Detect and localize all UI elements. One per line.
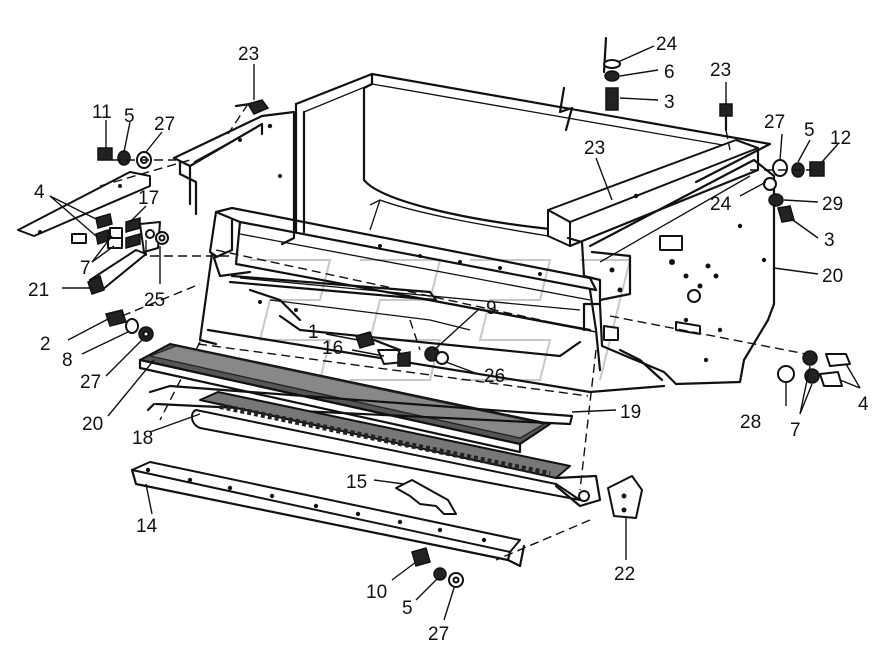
callout-17: 19 — [620, 402, 641, 423]
bolt-23-right — [719, 103, 733, 151]
callout-7-right: 7 — [790, 420, 801, 441]
callout-23-left: 23 — [238, 44, 259, 65]
callout-27-midleft: 27 — [80, 372, 101, 393]
callout-20: 20 — [822, 266, 843, 287]
callout-1: 1 — [308, 322, 319, 343]
callout-12: 14 — [136, 516, 158, 537]
callout-21: 23 — [584, 138, 605, 159]
callout-27-topleft: 27 — [154, 114, 175, 135]
leader-lines — [49, 45, 861, 621]
callout-27-bottom: 27 — [428, 624, 449, 645]
strip-plate — [146, 384, 574, 426]
fastener-group-bottom — [411, 547, 464, 588]
callout-labels: 23 11 5 27 4 17 7 21 25 2 8 27 20 18 1 1… — [28, 34, 869, 645]
blade — [395, 479, 457, 515]
callout-22: 22 — [614, 564, 635, 585]
callout-8: 8 — [62, 350, 73, 371]
callout-19: 21 — [28, 280, 49, 301]
fastener-group-right — [750, 159, 825, 223]
hopper-box — [294, 36, 772, 248]
lower-rail — [130, 461, 526, 568]
right-side-panel — [588, 158, 776, 386]
fastener-stack-top — [603, 59, 621, 111]
callout-6: 6 — [664, 62, 675, 83]
callout-24-right: 24 — [710, 194, 732, 215]
callout-29: 29 — [822, 194, 843, 215]
handle-assembly — [87, 221, 169, 295]
fastener-group-center — [355, 319, 449, 367]
callout-24-top: 24 — [656, 34, 678, 55]
callout-3-right: 3 — [824, 230, 835, 251]
callout-4-right: 4 — [858, 394, 869, 415]
bracket-plate — [607, 475, 643, 519]
callout-11-left: 11 — [92, 102, 112, 123]
callout-15: 17 — [138, 188, 159, 209]
chain-conveyor — [190, 391, 602, 508]
callout-28: 28 — [740, 412, 761, 433]
callout-26: 26 — [484, 366, 505, 387]
callout-5-right: 5 — [804, 120, 815, 141]
callout-23-right: 23 — [710, 60, 731, 81]
fastener-group-left-mid — [105, 283, 201, 342]
callout-5-left: 5 — [124, 106, 135, 127]
callout-5-bottom: 5 — [402, 598, 413, 619]
callout-4-left: 4 — [34, 182, 45, 203]
bolt-23-left — [227, 99, 270, 135]
callout-16: 18 — [132, 428, 153, 449]
callout-11-right: 12 — [830, 128, 851, 149]
callout-27-right: 27 — [764, 112, 785, 133]
callout-13: 15 — [346, 472, 367, 493]
main-frame — [198, 206, 666, 394]
callout-14: 16 — [322, 338, 343, 359]
left-side-panel — [172, 110, 296, 246]
fastener-group-top-left — [97, 147, 176, 169]
callout-25: 25 — [144, 290, 165, 311]
callout-7-left: 7 — [80, 258, 91, 279]
callout-10: 10 — [366, 582, 387, 603]
callout-3-top: 3 — [664, 92, 675, 113]
fastener-group-right-bottom — [609, 315, 851, 387]
callout-9: 9 — [486, 298, 497, 319]
left-bracket — [17, 159, 191, 249]
callout-18: 20 — [82, 414, 103, 435]
callout-2: 2 — [40, 334, 51, 355]
